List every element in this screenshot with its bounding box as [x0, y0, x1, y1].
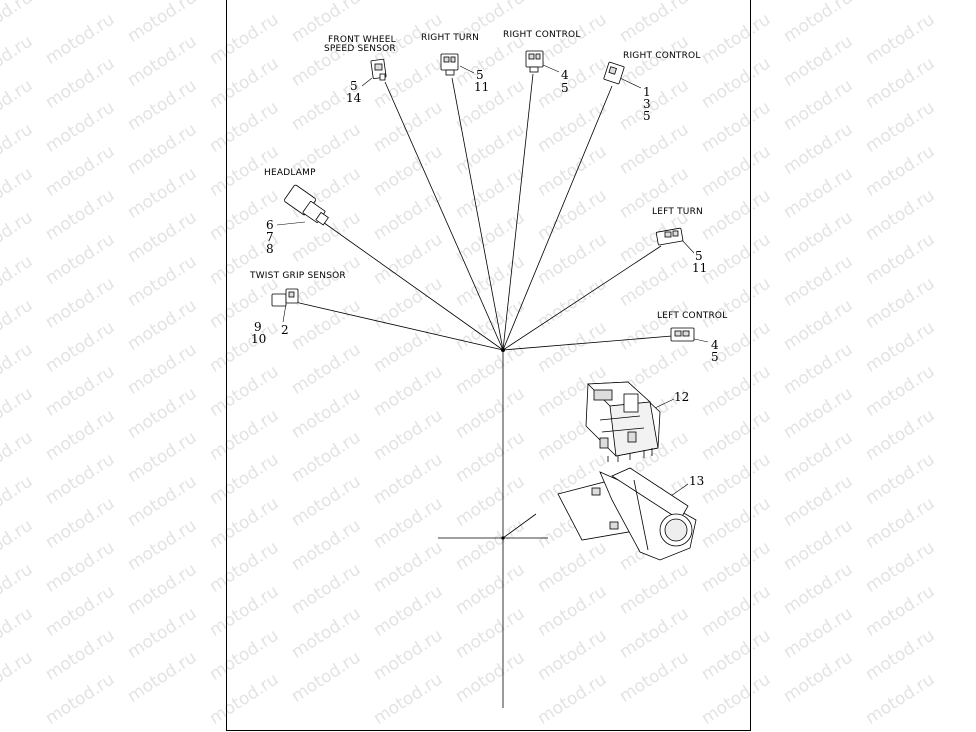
callout-headlamp-8: 8 — [266, 242, 274, 256]
wire-front-wheel-speed-sensor — [384, 81, 504, 351]
callout-headlamp-6: 6 — [266, 218, 274, 232]
callout-right-control-a-4: 4 — [561, 68, 569, 82]
wire-left-control — [502, 335, 673, 351]
right-turn-connector — [440, 53, 459, 76]
label-left-turn: LEFT TURN — [652, 207, 703, 217]
diagram-panel — [226, 0, 751, 731]
part-13-bracket — [557, 467, 697, 561]
part-12-switch-module — [585, 381, 661, 462]
callout-left-turn-11: 11 — [692, 261, 708, 275]
harness-hub — [501, 348, 505, 352]
wire-left-turn — [502, 245, 662, 351]
callout-left-control-5: 5 — [711, 350, 719, 364]
label-right-control-a: RIGHT CONTROL — [503, 30, 581, 40]
callout-part-12: 12 — [674, 390, 690, 404]
callout-part-13: 13 — [689, 474, 705, 488]
twist-grip-sensor-connector — [271, 288, 299, 307]
label-twist-grip-sensor: TWIST GRIP SENSOR — [250, 271, 346, 281]
callout-twist-grip-10: 10 — [251, 332, 267, 346]
label-right-control-b: RIGHT CONTROL — [623, 51, 701, 61]
label-front-wheel-speed-sensor-line2: SPEED SENSOR — [324, 44, 396, 54]
callout-right-control-a-5: 5 — [561, 81, 569, 95]
wire-right-turn — [451, 77, 504, 351]
callout-fwss-14: 14 — [346, 91, 362, 105]
callout-right-turn-5: 5 — [476, 68, 484, 82]
left-control-connector — [670, 327, 695, 342]
callout-right-control-b-5: 5 — [643, 109, 651, 123]
callout-fwss-5: 5 — [350, 79, 358, 93]
left-turn-connector — [655, 227, 684, 246]
harness-junction — [501, 536, 505, 540]
right-control-b-connector — [603, 61, 625, 85]
harness-wires — [294, 73, 673, 708]
callout-headlamp-7: 7 — [266, 230, 274, 244]
wire-right-control-a — [502, 73, 534, 351]
wire-branch-diagonal — [502, 513, 537, 539]
wire-headlamp — [319, 219, 504, 351]
callout-twist-grip-2: 2 — [281, 323, 289, 337]
callout-twist-grip-9: 9 — [254, 320, 262, 334]
right-control-a-connector — [525, 50, 544, 73]
callout-left-control-4: 4 — [711, 338, 719, 352]
callout-right-control-b-3: 3 — [643, 97, 651, 111]
connectors — [271, 50, 695, 342]
label-left-control: LEFT CONTROL — [657, 311, 728, 321]
front-wheel-speed-sensor-connector — [370, 58, 387, 81]
leader-lines — [276, 63, 709, 499]
wire-right-control-b — [502, 85, 613, 351]
label-right-turn: RIGHT TURN — [421, 33, 480, 43]
label-front-wheel-speed-sensor-line1: FRONT WHEEL — [328, 35, 396, 45]
wire-twist-grip-sensor — [294, 301, 504, 351]
callout-left-turn-5: 5 — [695, 249, 703, 263]
callout-right-turn-11: 11 — [474, 80, 490, 94]
label-headlamp: HEADLAMP — [264, 168, 316, 178]
headlamp-connector — [284, 184, 329, 226]
callout-right-control-b-1: 1 — [643, 85, 651, 99]
